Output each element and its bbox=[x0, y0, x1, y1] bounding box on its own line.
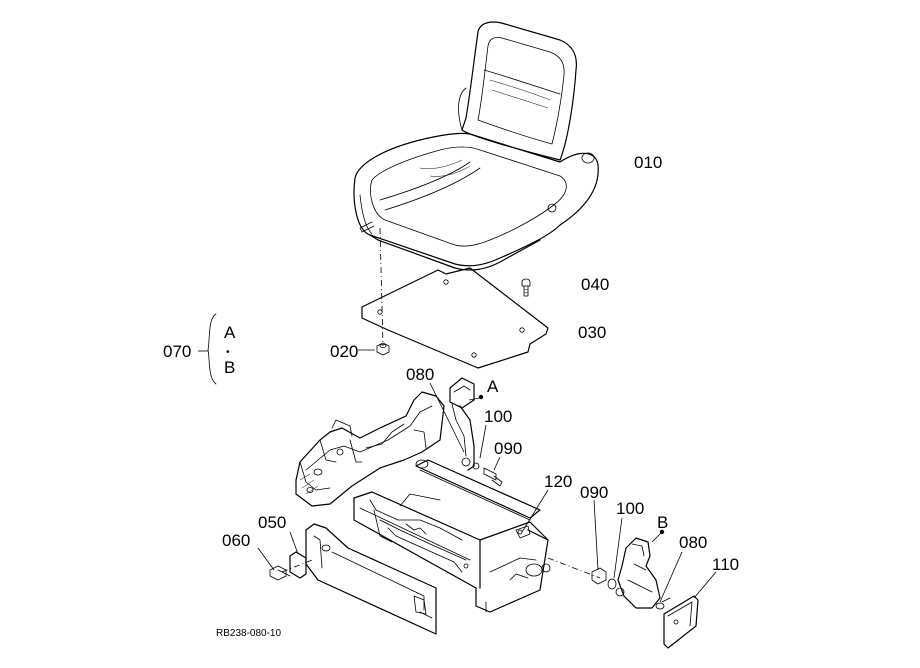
label-group-dot: • bbox=[226, 347, 230, 358]
label-ref-a: A bbox=[487, 377, 499, 396]
leader-110 bbox=[693, 571, 717, 599]
leader-060 bbox=[257, 547, 275, 571]
leader-120 bbox=[521, 489, 549, 533]
seat-assembly bbox=[353, 21, 599, 271]
bolt-040 bbox=[521, 278, 531, 297]
bracket-050 bbox=[289, 551, 307, 579]
label-060: 060 bbox=[222, 531, 250, 550]
label-050: 050 bbox=[258, 513, 286, 532]
slide-rail-frame bbox=[353, 459, 551, 613]
leader-100a bbox=[479, 424, 487, 459]
drawing-code: RB238-080-10 bbox=[216, 628, 281, 639]
label-group-a: A bbox=[224, 323, 236, 342]
seat-plate bbox=[361, 267, 549, 369]
label-080-lower: 080 bbox=[679, 533, 707, 552]
bolt-090-upper bbox=[483, 467, 503, 487]
alignment-line-020 bbox=[379, 227, 384, 347]
label-040: 040 bbox=[581, 275, 609, 294]
leader-090a bbox=[493, 456, 501, 471]
seatbelt-buckle-a bbox=[449, 377, 480, 471]
washer-100-lower bbox=[607, 578, 617, 590]
leader-090b bbox=[593, 499, 599, 571]
leader-A bbox=[468, 397, 481, 401]
label-110: 110 bbox=[712, 555, 739, 574]
cover-plate bbox=[305, 523, 437, 635]
label-120: 120 bbox=[544, 472, 572, 491]
leader-100b bbox=[613, 517, 623, 579]
leader-B bbox=[651, 531, 663, 543]
bolt-080-right bbox=[655, 597, 671, 610]
group-bracket-070 bbox=[198, 313, 217, 385]
seatbelt-buckle-b bbox=[615, 537, 661, 609]
label-020: 020 bbox=[330, 342, 358, 361]
alignment-line-right bbox=[547, 557, 601, 579]
label-090-lower: 090 bbox=[580, 483, 608, 502]
seat-frame-left bbox=[295, 391, 445, 507]
label-group-b: B bbox=[224, 358, 235, 377]
leader-080a bbox=[429, 382, 465, 453]
label-080-upper: 080 bbox=[406, 365, 434, 384]
dot-B bbox=[659, 529, 665, 535]
label-070: 070 bbox=[163, 342, 191, 361]
leader-050 bbox=[289, 531, 299, 555]
leader-080b bbox=[659, 551, 683, 603]
label-100-lower: 100 bbox=[616, 499, 644, 518]
nut-020 bbox=[376, 342, 390, 356]
label-ref-b: B bbox=[657, 513, 668, 532]
dot-A bbox=[478, 394, 484, 400]
label-100-upper: 100 bbox=[484, 407, 512, 426]
plate-110 bbox=[663, 595, 699, 649]
bolt-090-lower bbox=[591, 567, 607, 585]
alignment-line-060 bbox=[281, 559, 313, 573]
bolt-060 bbox=[269, 565, 291, 581]
label-010: 010 bbox=[634, 153, 662, 172]
label-030: 030 bbox=[578, 323, 606, 342]
label-090-upper: 090 bbox=[494, 439, 522, 458]
